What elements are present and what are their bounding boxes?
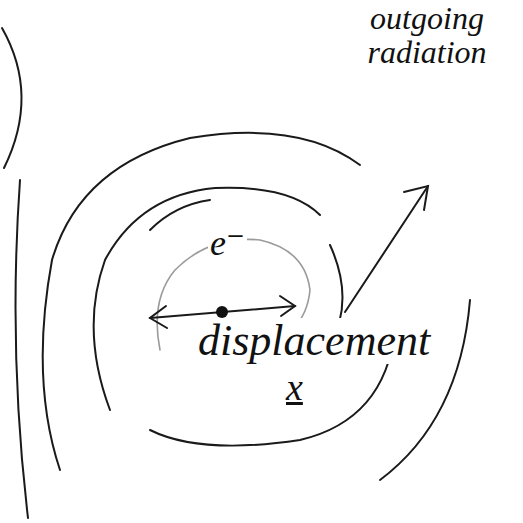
vector-symbol: x (284, 368, 305, 408)
wave-front (16, 180, 29, 518)
radiation-label: outgoing radiation (345, 2, 509, 69)
arrow-head (150, 306, 167, 328)
radiation-arrow (345, 186, 428, 312)
wave-front (94, 188, 320, 410)
displacement-arrow (150, 306, 295, 318)
arrow-head (280, 296, 295, 316)
arrow-head (404, 186, 428, 210)
wave-front (43, 133, 360, 470)
bracket (2, 28, 22, 168)
displacement-label: displacement (196, 318, 432, 364)
electron-dot (216, 306, 228, 318)
electron-label: e⁻ (208, 225, 247, 263)
wave-front (150, 200, 210, 230)
